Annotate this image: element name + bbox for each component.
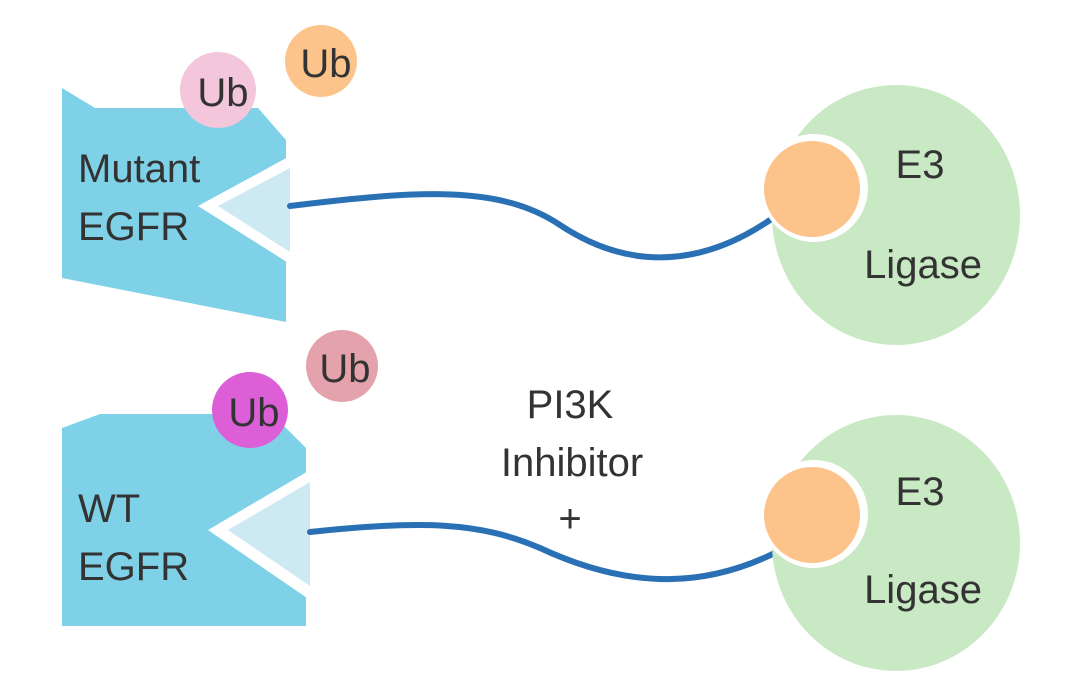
bottom-e3-binder (764, 467, 860, 563)
bottom-e3-label-line2: Ligase (864, 568, 982, 612)
middle-annotation: PI3K Inhibitor + (501, 383, 643, 541)
mutant-egfr-pocket-inner (218, 168, 290, 252)
mutant-egfr-label-line1: Mutant (78, 147, 200, 191)
top-panel: Mutant EGFR Ub Ub E3 Ligase (62, 25, 1020, 345)
ub-bottom-small-circle (212, 372, 288, 448)
wt-egfr-label-line1: WT (78, 487, 140, 531)
ub-bottom-large-circle (306, 330, 378, 402)
top-linker (287, 191, 793, 261)
top-e3-binder (764, 141, 860, 237)
ub-top-large-label: Ub (300, 42, 351, 86)
ub-top-small-circle (180, 52, 256, 128)
plus-label: + (558, 497, 581, 541)
bottom-linker (307, 521, 793, 583)
ub-bottom-small-label: Ub (228, 391, 279, 435)
wt-egfr-protein (62, 414, 306, 626)
ub-top-large-circle (285, 25, 357, 97)
mutant-egfr-label-line2: EGFR (78, 205, 189, 249)
bottom-e3-label-line1: E3 (896, 470, 945, 514)
wt-egfr-pocket-inner (228, 482, 310, 586)
ub-top-small-label: Ub (197, 71, 248, 115)
top-e3-label-line2: Ligase (864, 243, 982, 287)
bottom-panel: WT EGFR Ub Ub E3 Ligase (62, 330, 1020, 671)
mutant-egfr-protein (62, 88, 286, 322)
top-e3-label-line1: E3 (896, 143, 945, 187)
pi3k-label: PI3K (527, 383, 614, 427)
inhibitor-label: Inhibitor (501, 441, 643, 485)
ub-bottom-large-label: Ub (319, 347, 370, 391)
wt-egfr-label-line2: EGFR (78, 545, 189, 589)
